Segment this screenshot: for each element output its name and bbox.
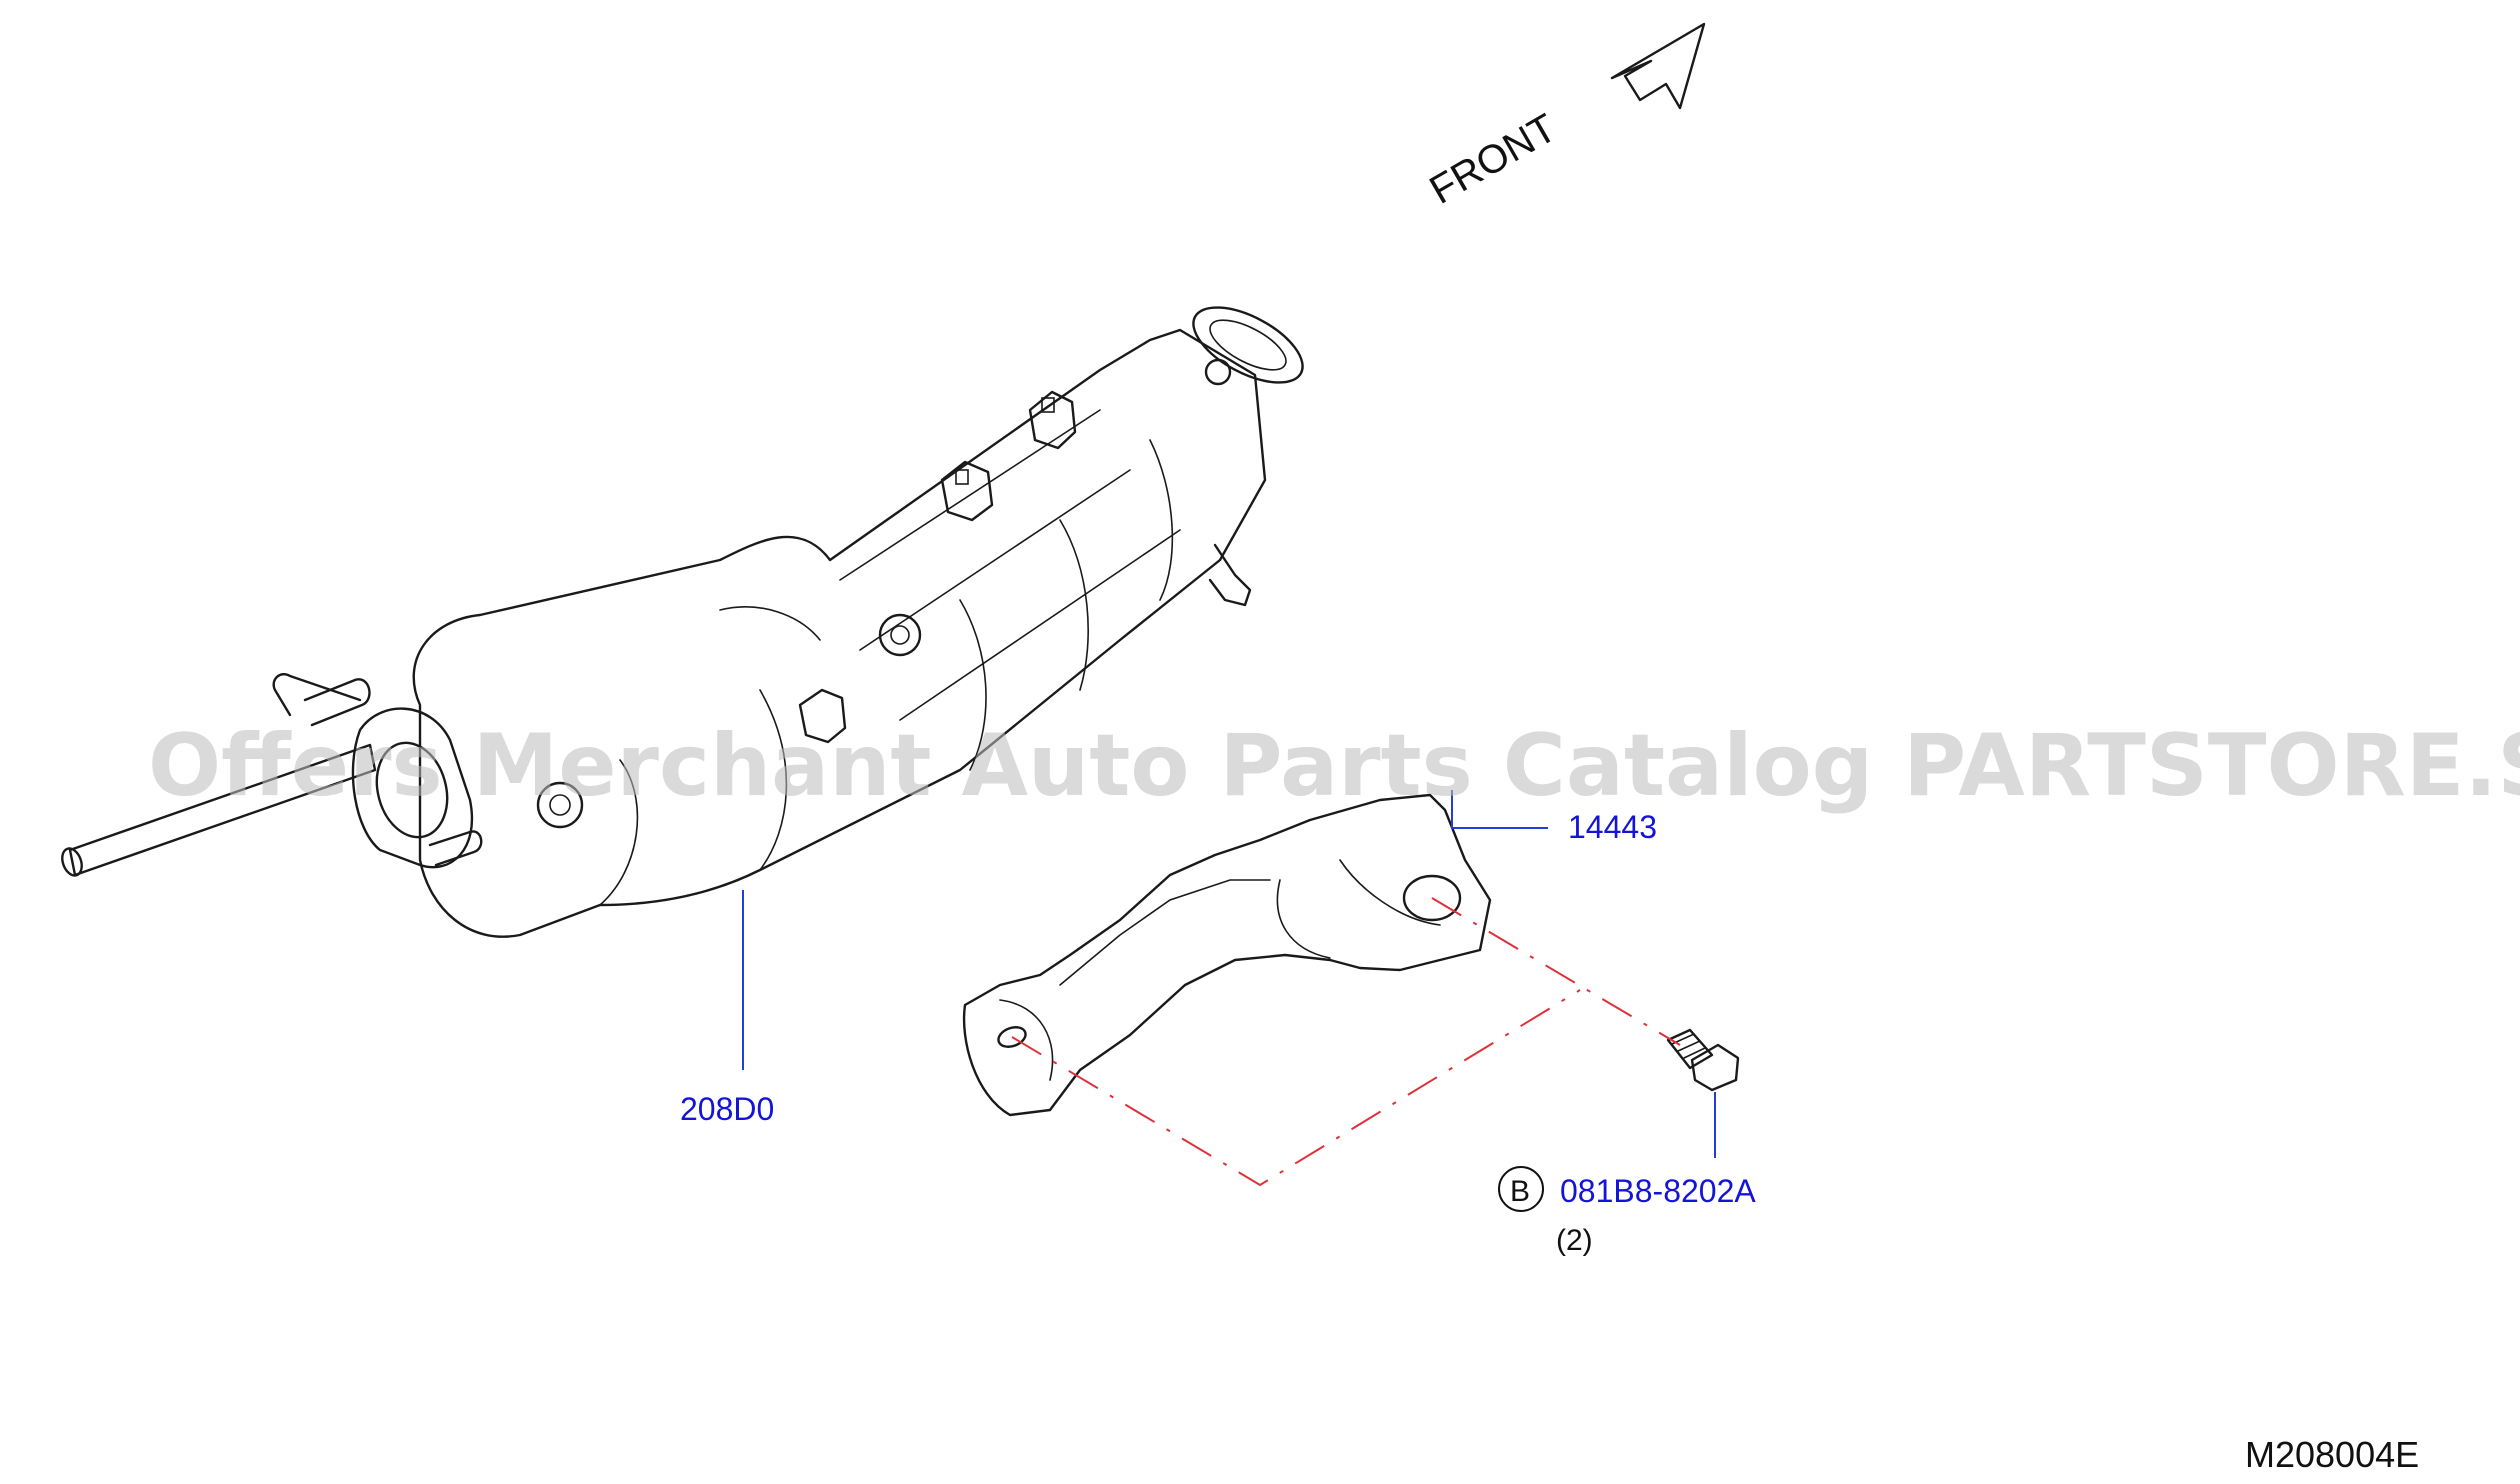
bolt-quantity: (2) — [1556, 1224, 1593, 1257]
callout-leaders — [742, 790, 1716, 1158]
b-symbol-icon — [1498, 1166, 1544, 1212]
figure-code: M208004E — [2245, 1434, 2419, 1475]
bolt-symbol: B — [1510, 1175, 1530, 1208]
part-label-14443[interactable]: 14443 — [1568, 809, 1657, 845]
part-label-208d0[interactable]: 208D0 — [680, 1091, 774, 1127]
front-label: FRONT — [1423, 106, 1564, 213]
bracket-drawing — [962, 793, 1492, 1117]
front-direction-indicator: FRONT — [1423, 22, 1706, 213]
front-arrow-icon — [1610, 22, 1706, 110]
bolt-drawing — [1666, 1028, 1740, 1092]
bolt-callout: B 081B8-8202A (2) — [1498, 1166, 1756, 1257]
catalytic-converter-drawing — [61, 306, 1304, 938]
watermark-text: Offers Merchant Auto Parts Catalog PARTS… — [148, 716, 2520, 816]
part-label-081b8-8202a[interactable]: 081B8-8202A — [1560, 1173, 1756, 1209]
assembly-centerlines — [1011, 897, 1681, 1187]
